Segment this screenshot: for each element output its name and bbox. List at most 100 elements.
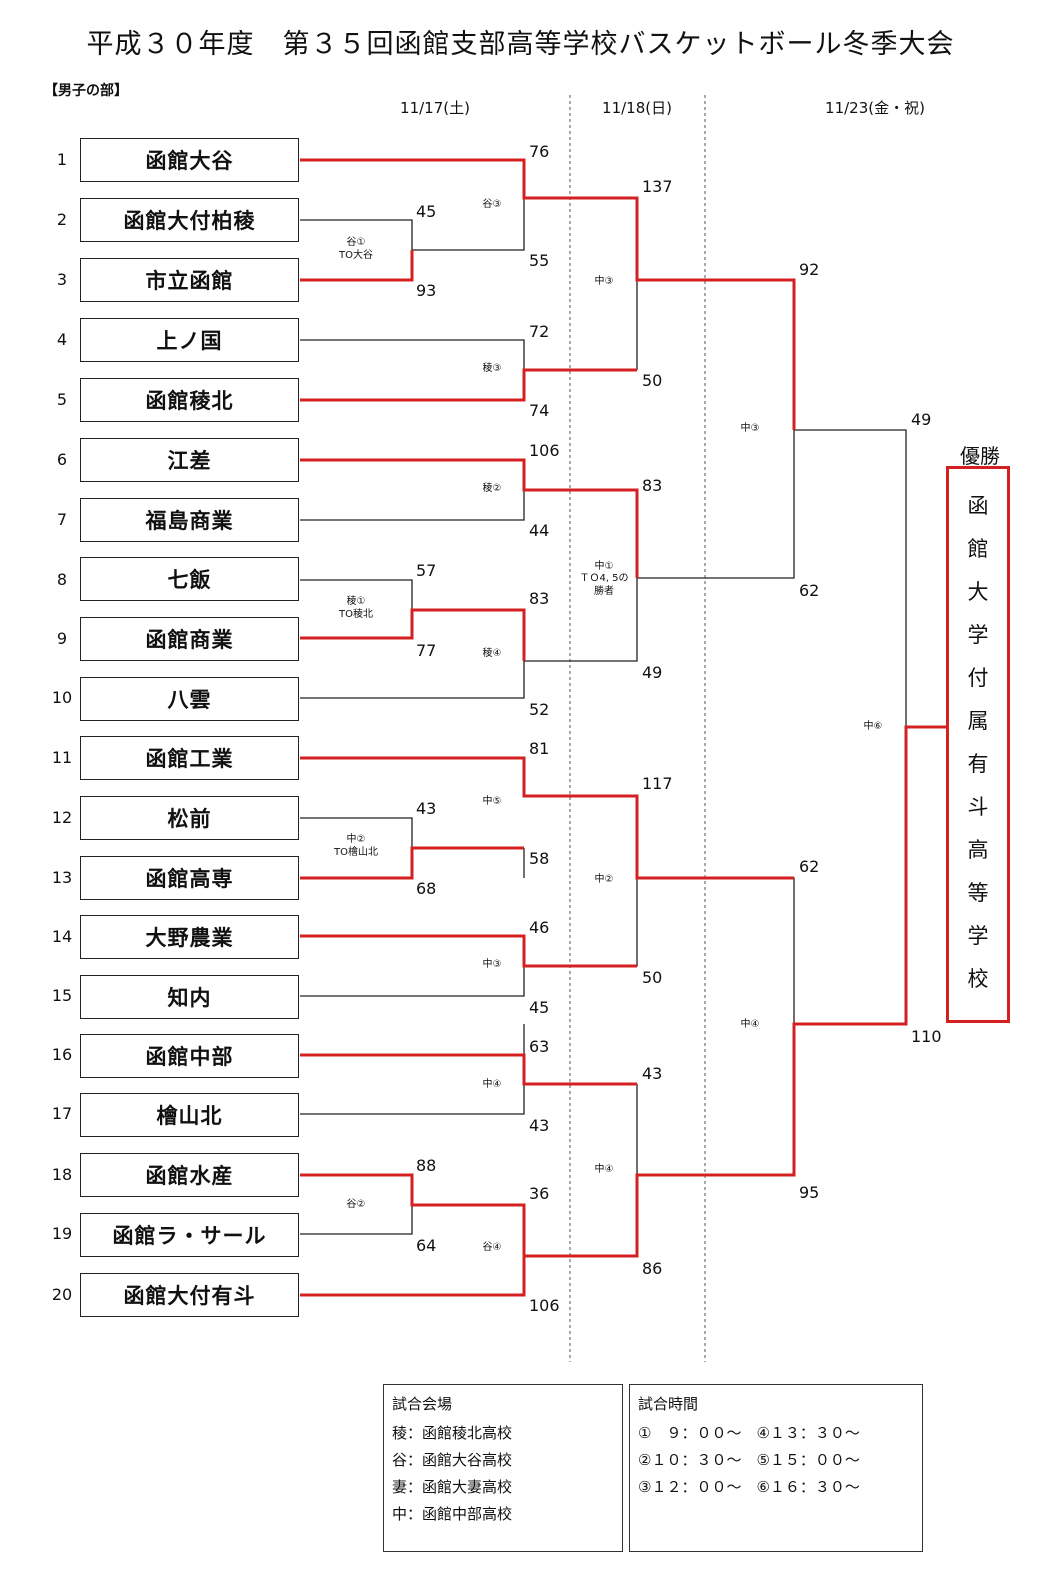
venue-label: 中① — [594, 561, 614, 572]
venue-label: 中② — [594, 874, 614, 885]
score: 77 — [416, 641, 437, 660]
seed-number: 10 — [51, 688, 73, 707]
venue-label: 中④ — [594, 1164, 614, 1175]
champion-char: 斗 — [967, 795, 989, 819]
bracket-loss — [794, 429, 907, 727]
seed-number: 4 — [56, 330, 68, 349]
champion-char: 函 — [967, 494, 989, 518]
venue-label: TO稜北 — [339, 609, 373, 620]
score: 92 — [799, 260, 820, 279]
bracket-win-path — [300, 368, 637, 402]
team-box: 函館大付柏稜 — [80, 198, 299, 242]
team-box: 七飯 — [80, 557, 299, 601]
score: 62 — [799, 857, 820, 876]
venue-legend-header: 試合会場 — [392, 1395, 453, 1413]
bracket-win-path — [300, 846, 524, 880]
score: 68 — [416, 879, 437, 898]
venue-label: ＴＯ4, 5の — [579, 573, 629, 584]
venue-legend-row: 中：函館中部高校 — [392, 1505, 513, 1523]
date-round-2: 11/18(日) — [602, 99, 672, 117]
venue-label: 稜④ — [482, 648, 502, 659]
champion-char: 高 — [967, 838, 989, 862]
score: 49 — [911, 410, 932, 429]
venue-label: 勝者 — [594, 586, 614, 597]
venue-label: 中④ — [740, 1019, 760, 1030]
champion-char: 学 — [967, 924, 989, 948]
score: 72 — [529, 322, 550, 341]
time-legend-row: ②１０：３０～ ⑤１５：００～ — [638, 1451, 860, 1469]
seed-number: 19 — [51, 1224, 73, 1243]
venue-label: 谷④ — [482, 1242, 502, 1253]
venue-legend: 試合会場 稜：函館稜北高校 谷：函館大谷高校 妻：函館大妻高校 中：函館中部高校 — [383, 1384, 623, 1552]
team-box: 市立函館 — [80, 258, 299, 302]
score: 57 — [416, 561, 437, 580]
seed-number: 1 — [56, 150, 68, 169]
team-box: 函館商業 — [80, 617, 299, 661]
seed-number: 17 — [51, 1104, 73, 1123]
time-legend-row: ① ９：００～ ④１３：３０～ — [638, 1424, 860, 1442]
team-box: 函館中部 — [80, 1034, 299, 1078]
bracket-loss — [300, 219, 413, 250]
bracket-win-path — [300, 608, 526, 661]
venue-label: 稜③ — [482, 363, 502, 374]
score: 83 — [642, 476, 663, 495]
venue-label: 中③ — [740, 423, 760, 434]
tournament-title: 平成３０年度 第３５回函館支部高等学校バスケットボール冬季大会 — [86, 29, 955, 60]
time-legend-header: 試合時間 — [638, 1395, 699, 1413]
bracket-loss — [300, 579, 413, 610]
seed-number: 18 — [51, 1165, 73, 1184]
venue-label: 谷③ — [482, 199, 502, 210]
venue-label: 谷② — [346, 1199, 366, 1210]
venue-legend-row: 谷：函館大谷高校 — [392, 1451, 513, 1469]
team-box: 松前 — [80, 796, 299, 840]
score: 76 — [529, 142, 550, 161]
division-label: 【男子の部】 — [44, 83, 128, 99]
venue-label: 中④ — [482, 1079, 502, 1090]
score: 110 — [911, 1027, 942, 1046]
team-box: 上ノ国 — [80, 318, 299, 362]
bracket-loss — [300, 1084, 525, 1115]
bracket-loss — [300, 490, 525, 521]
seed-number: 12 — [51, 808, 73, 827]
venue-label: 中⑤ — [482, 796, 502, 807]
seed-number: 3 — [56, 270, 68, 289]
seed-number: 8 — [56, 570, 68, 589]
bracket-loss — [300, 1205, 413, 1235]
bracket-win-path — [300, 725, 946, 1258]
team-box: 大野農業 — [80, 915, 299, 959]
bracket-loss — [412, 198, 525, 251]
team-box: 知内 — [80, 975, 299, 1019]
bracket-loss — [300, 966, 525, 997]
score: 50 — [642, 968, 663, 987]
venue-label: TO檜山北 — [334, 847, 378, 858]
bracket-loss — [300, 339, 525, 370]
seed-number: 2 — [56, 210, 68, 229]
team-box: 函館大付有斗 — [80, 1273, 299, 1317]
team-box: 函館高専 — [80, 856, 299, 900]
venue-label: TO大谷 — [339, 250, 373, 261]
score: 46 — [529, 918, 550, 937]
score: 49 — [642, 663, 663, 682]
bracket-win-path — [300, 934, 637, 968]
champion-char: 大 — [967, 580, 989, 604]
team-box: 函館工業 — [80, 736, 299, 780]
score: 83 — [529, 589, 550, 608]
date-round-3: 11/23(金・祝) — [825, 99, 925, 117]
bracket-win-path — [300, 1256, 526, 1297]
seed-number: 16 — [51, 1045, 73, 1064]
venue-label: 中② — [346, 834, 366, 845]
venue-label: 稜① — [346, 596, 366, 607]
bracket-win-path — [300, 756, 794, 880]
venue-legend-row: 妻：函館大妻高校 — [392, 1478, 513, 1496]
champion-char: 等 — [967, 881, 989, 905]
score: 74 — [529, 401, 550, 420]
score: 106 — [529, 441, 560, 460]
score: 117 — [642, 774, 673, 793]
seed-number: 7 — [56, 510, 68, 529]
date-round-1: 11/17(土) — [400, 99, 470, 117]
champion-char: 属 — [967, 709, 989, 733]
score: 93 — [416, 281, 437, 300]
score: 50 — [642, 371, 663, 390]
team-box: 函館水産 — [80, 1153, 299, 1197]
